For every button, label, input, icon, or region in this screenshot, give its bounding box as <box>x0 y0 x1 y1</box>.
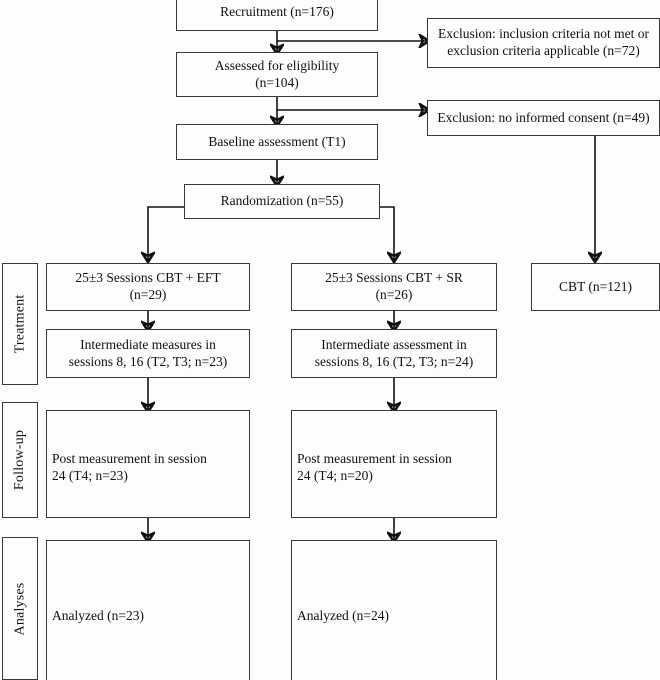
node-arm-eft-line1: 25±3 Sessions CBT + EFT <box>75 270 221 286</box>
node-intermediate-eft-line1: Intermediate measures in <box>80 336 216 352</box>
node-exclusion-criteria-line1: Exclusion: inclusion criteria not met or <box>437 26 650 42</box>
node-analyzed-sr: Analyzed (n=24) <box>291 540 497 680</box>
node-recruitment: Recruitment (n=176) <box>176 0 378 31</box>
arrow-randomization-to-sr-arm <box>380 206 394 260</box>
node-exclusion-criteria: Exclusion: inclusion criteria not met or… <box>427 18 660 68</box>
node-intermediate-sr: Intermediate assessment in sessions 8, 1… <box>291 329 497 378</box>
stage-label-treatment: Treatment <box>2 263 38 385</box>
node-arm-cbt-sr: 25±3 Sessions CBT + SR (n=26) <box>291 263 497 311</box>
node-eligibility-line1: Assessed for eligibility <box>214 57 340 73</box>
node-arm-sr-line2: (n=26) <box>375 287 413 302</box>
stage-label-analyses-text: Analyses <box>12 582 27 635</box>
node-recruitment-text: Recruitment (n=176) <box>220 4 334 20</box>
node-exclusion-consent: Exclusion: no informed consent (n=49) <box>427 100 660 136</box>
node-post-sr-line2: 24 (T4; n=20) <box>297 467 373 483</box>
stage-label-follow-up: Follow-up <box>2 402 38 518</box>
node-randomization: Randomization (n=55) <box>184 184 380 219</box>
node-analyzed-eft: Analyzed (n=23) <box>46 540 250 680</box>
stage-label-analyses: Analyses <box>2 537 38 680</box>
node-arm-cbt-eft: 25±3 Sessions CBT + EFT (n=29) <box>46 263 250 311</box>
node-baseline-text: Baseline assessment (T1) <box>208 133 346 149</box>
node-arm-cbt-text: CBT (n=121) <box>559 278 632 294</box>
node-post-eft-line1: Post measurement in session <box>52 450 207 466</box>
stage-label-treatment-text: Treatment <box>12 294 27 354</box>
node-arm-eft-line2: (n=29) <box>129 287 167 302</box>
node-baseline-assessment: Baseline assessment (T1) <box>176 124 378 160</box>
node-exclusion-consent-text: Exclusion: no informed consent (n=49) <box>437 109 650 125</box>
node-assessed-for-eligibility: Assessed for eligibility (n=104) <box>176 52 378 97</box>
node-randomization-text: Randomization (n=55) <box>220 193 344 209</box>
node-post-sr-line1: Post measurement in session <box>297 450 452 466</box>
stage-label-follow-up-text: Follow-up <box>12 429 28 491</box>
node-post-eft: Post measurement in session 24 (T4; n=23… <box>46 410 250 518</box>
node-analyzed-sr-text: Analyzed (n=24) <box>297 608 389 624</box>
node-arm-cbt: CBT (n=121) <box>531 263 660 311</box>
node-intermediate-eft: Intermediate measures in sessions 8, 16 … <box>46 329 250 378</box>
node-analyzed-eft-text: Analyzed (n=23) <box>52 608 144 624</box>
arrow-randomization-to-eft-arm <box>148 206 184 260</box>
node-post-eft-line2: 24 (T4; n=23) <box>52 467 128 483</box>
node-eligibility-line2: (n=104) <box>255 74 299 90</box>
node-arm-sr-line1: 25±3 Sessions CBT + SR <box>325 270 463 286</box>
node-intermediate-eft-line2: sessions 8, 16 (T2, T3; n=23) <box>68 353 228 369</box>
node-intermediate-sr-line2: sessions 8, 16 (T2, T3; n=24) <box>314 353 474 369</box>
node-exclusion-criteria-line2: exclusion criteria applicable (n=72) <box>447 43 640 58</box>
node-intermediate-sr-line1: Intermediate assessment in <box>321 336 467 352</box>
node-post-sr: Post measurement in session 24 (T4; n=20… <box>291 410 497 518</box>
